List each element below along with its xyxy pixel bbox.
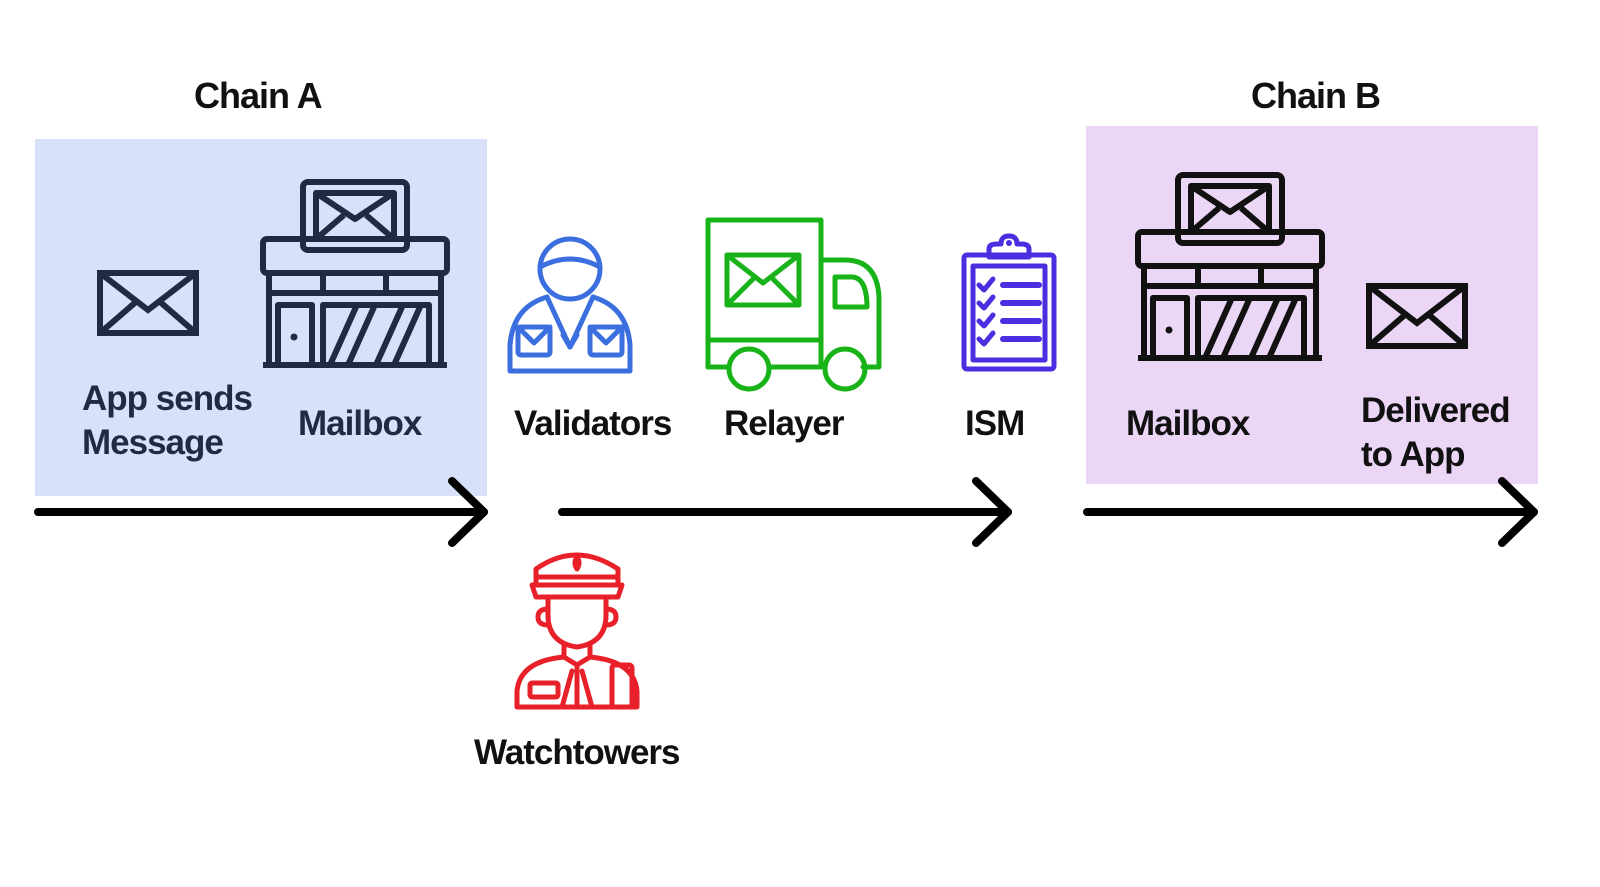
- relayer-label: Relayer: [724, 404, 844, 443]
- mailbox-building-icon: [260, 179, 450, 368]
- app-sends-label-line1: App sends: [82, 379, 253, 418]
- validators-label: Validators: [514, 404, 672, 443]
- watchtowers-label: Watchtowers: [474, 733, 681, 772]
- chain-b-mailbox-label: Mailbox: [1126, 404, 1250, 443]
- ism-label: ISM: [965, 404, 1025, 443]
- delivered-label-line2: to App: [1361, 435, 1465, 474]
- chain-a-panel: [35, 139, 487, 496]
- chain-a-title: Chain A: [194, 75, 323, 116]
- mailbox-building-icon: [1135, 172, 1325, 361]
- relay-arrow: [558, 477, 1012, 547]
- chain-a-arrow: [34, 477, 488, 547]
- chain-a-mailbox-label: Mailbox: [298, 404, 422, 443]
- relayer-truck-icon: [705, 217, 882, 392]
- ism-clipboard-icon: [961, 233, 1057, 372]
- chain-b-title: Chain B: [1251, 75, 1381, 116]
- validator-person-icon: [507, 236, 633, 374]
- watchtower-guard-icon: [514, 552, 640, 710]
- envelope-icon: [97, 270, 199, 336]
- app-sends-label-line2: Message: [82, 423, 224, 462]
- delivered-label-line1: Delivered: [1361, 391, 1511, 430]
- chain-b-arrow: [1083, 477, 1538, 547]
- envelope-icon: [1366, 283, 1468, 349]
